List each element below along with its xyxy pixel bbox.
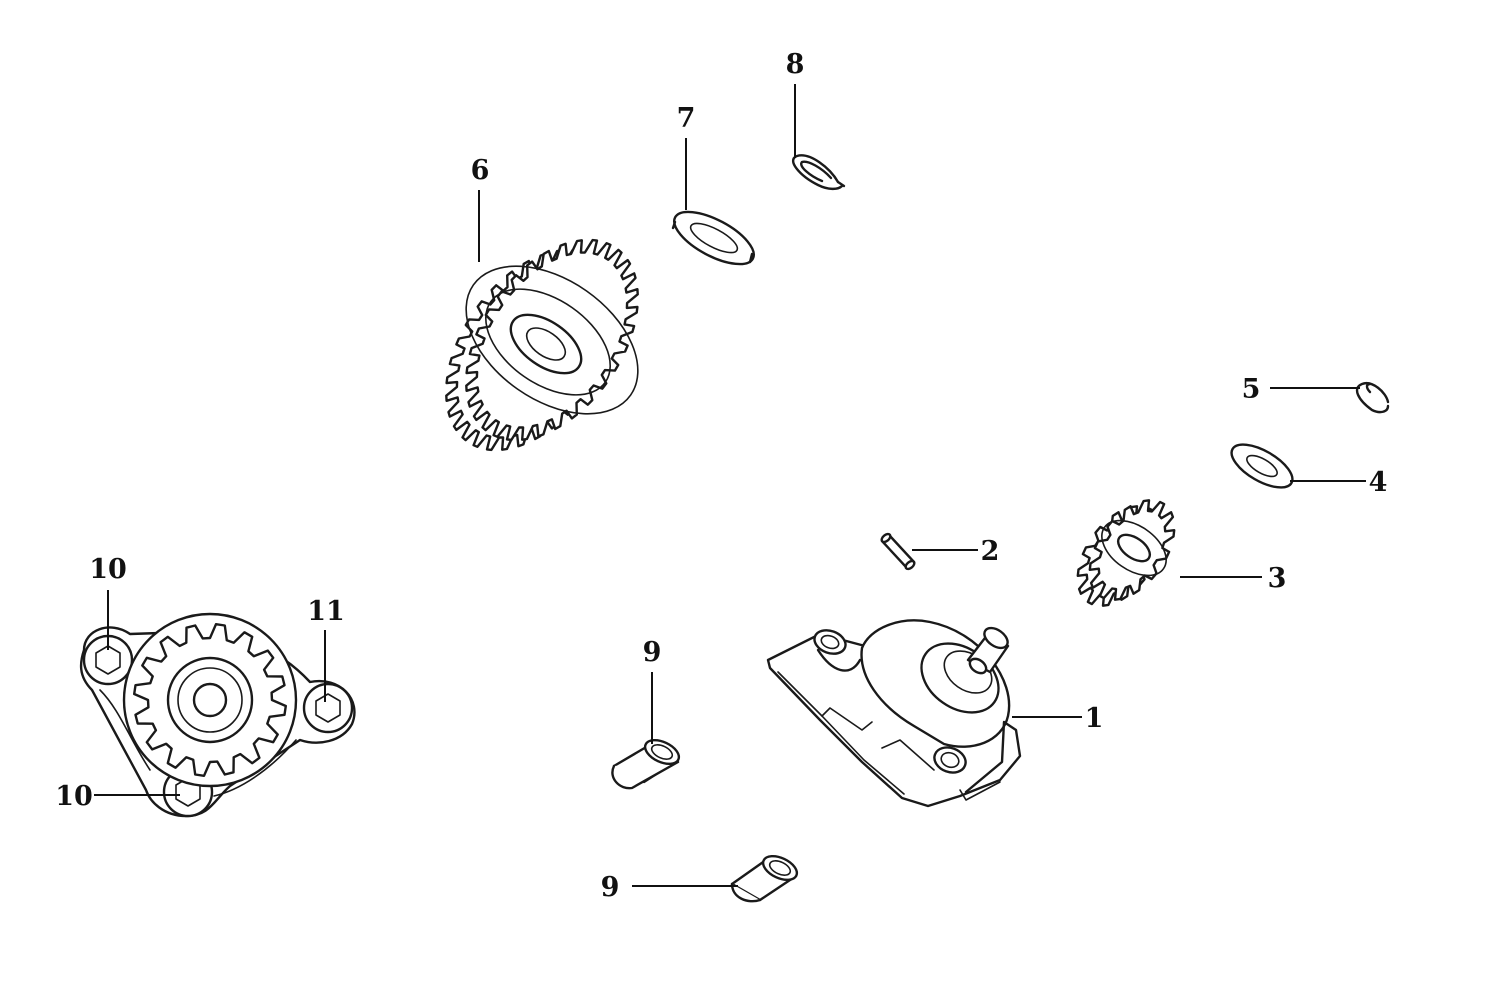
snap-ring-part xyxy=(793,155,844,189)
callout-2: 2 xyxy=(981,536,1000,567)
callout-6: 6 xyxy=(471,155,490,186)
callout-leaders xyxy=(94,84,1366,887)
pump-body-part xyxy=(768,620,1020,806)
dowel-pin-lower-part xyxy=(732,851,801,901)
small-gear-part xyxy=(1078,500,1176,605)
callout-8: 8 xyxy=(786,49,805,80)
callout-10-upper: 10 xyxy=(89,554,127,585)
callout-4: 4 xyxy=(1369,467,1388,498)
callout-10-lower: 10 xyxy=(55,781,93,812)
callout-1: 1 xyxy=(1085,703,1104,734)
washer-part xyxy=(667,201,762,274)
callout-7: 7 xyxy=(677,103,696,134)
callout-3: 3 xyxy=(1268,563,1287,594)
large-gear-part xyxy=(439,236,665,450)
callout-9-lower: 9 xyxy=(601,872,620,903)
circlip-part xyxy=(1357,383,1388,412)
callout-11: 11 xyxy=(307,596,345,627)
dowel-pin-upper-part xyxy=(612,735,682,788)
callout-labels: 1 2 3 4 5 6 7 8 9 9 10 10 11 xyxy=(55,49,1387,903)
callout-5: 5 xyxy=(1242,374,1261,405)
pin-part xyxy=(880,532,916,570)
small-washer-part xyxy=(1225,436,1299,496)
callout-9-upper: 9 xyxy=(643,637,662,668)
pump-cover-part xyxy=(81,614,354,816)
